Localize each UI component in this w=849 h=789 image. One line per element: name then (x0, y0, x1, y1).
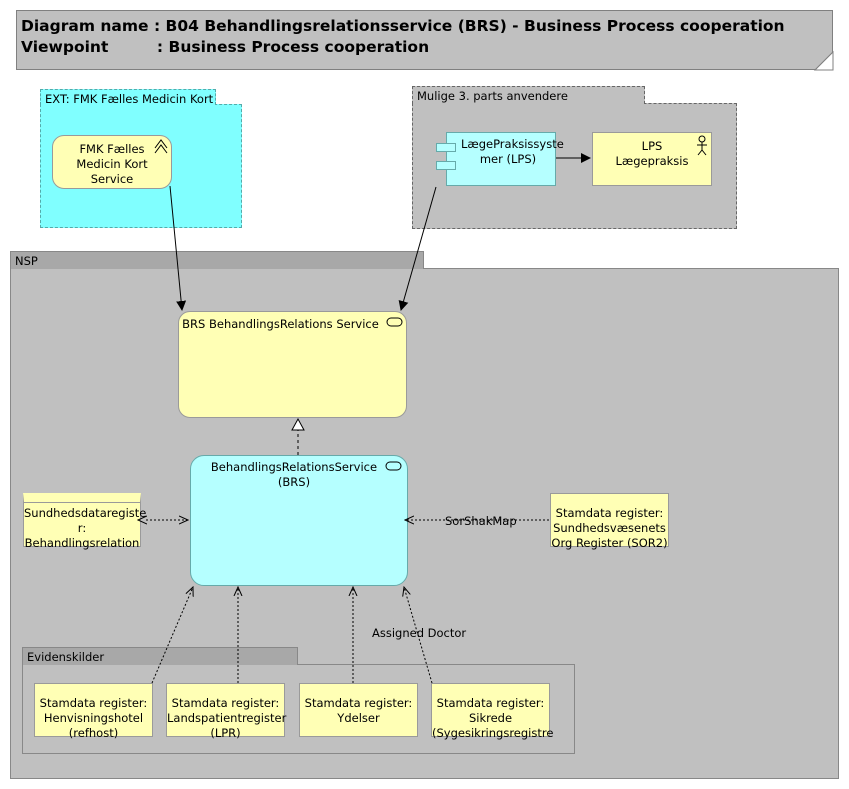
realization-arrowhead (291, 417, 305, 431)
brs-business-service-label: BRS BehandlingsRelations Service (182, 317, 379, 331)
lpr-line-3: (LPR) (210, 726, 241, 740)
lps-system-node[interactable]: LægePraksissyste mer (LPS) (446, 132, 564, 186)
fmk-service-node[interactable]: FMK Fælles Medicin Kort Service (52, 135, 172, 189)
sikrede-line-3: (Sygesikringsregistre (432, 726, 554, 740)
component-tab-icon (436, 143, 456, 152)
component-tab-icon (436, 161, 456, 170)
sikrede-line-1: Stamdata register: (436, 696, 545, 710)
flow-edge-refhost[interactable] (151, 587, 193, 684)
refhost-line-3: (refhost) (68, 726, 119, 740)
fmk-service-line-2: Medicin Kort (76, 157, 148, 171)
ext-fmk-group-label: EXT: FMK Fælles Medicin Kort (40, 89, 216, 106)
actor-icon (697, 135, 707, 156)
sor-line-2: Sundhedsvæsenets (553, 521, 666, 535)
nsp-group-label: NSP (10, 251, 424, 269)
lpr-line-1: Stamdata register: (171, 696, 280, 710)
third-party-group-label: Mulige 3. parts anvendere (412, 86, 645, 104)
brs-application-service-node[interactable]: BehandlingsRelationsService (BRS) (190, 455, 408, 586)
sor-line-3: Org Register (SOR2) (551, 536, 668, 550)
serving-edge-fmk[interactable] (169, 185, 187, 311)
diagram-title-box: Diagram name : B04 Behandlingsrelationss… (16, 10, 833, 70)
lps-system-line-1: LægePraksissyste (461, 137, 564, 151)
brs-business-service-node[interactable]: BRS BehandlingsRelations Service (178, 311, 407, 418)
service-icon (386, 317, 403, 327)
ydelser-line-2: Ydelser (337, 711, 380, 725)
sikrede-line-2: Sikrede (468, 711, 513, 725)
edge-label-assigned-doctor: Assigned Doctor (372, 626, 467, 640)
lps-actor-node[interactable]: LPS Lægepraksis (592, 132, 712, 186)
business-interface-icon (154, 139, 168, 154)
flow-edge-sikrede[interactable] (404, 587, 433, 684)
viewpoint: Viewpoint : Business Process cooperation (21, 38, 430, 56)
brs-app-service-line-1: BehandlingsRelationsService (210, 460, 378, 474)
ydelser-node[interactable]: Stamdata register: Ydelser (299, 683, 418, 737)
lps-actor-line-1: LPS (641, 139, 663, 153)
ydelser-line-1: Stamdata register: (304, 696, 413, 710)
sundhedsdata-line-3: Behandlingsrelation (24, 536, 140, 550)
fmk-service-line-1: FMK Fælles (79, 142, 145, 156)
sundhedsdata-line-2: r: (77, 521, 87, 535)
edge-label-sorshakmap: SorShakMap (443, 514, 519, 528)
diagram-name: Diagram name : B04 Behandlingsrelationss… (21, 17, 785, 35)
fmk-service-line-3: Service (90, 172, 134, 186)
sikrede-node[interactable]: Stamdata register: Sikrede (Sygesikrings… (431, 683, 553, 740)
serving-edge-lps[interactable] (398, 186, 437, 311)
brs-app-service-line-2: (BRS) (277, 475, 311, 489)
sundhedsdata-node[interactable]: Sundhedsdataregiste r: Behandlingsrelati… (23, 493, 147, 550)
lpr-node[interactable]: Stamdata register: Landspatientregister … (166, 683, 287, 740)
service-icon (385, 461, 402, 471)
lpr-line-2: Landspatientregister (167, 711, 287, 725)
sor-node[interactable]: Stamdata register: Sundhedsvæsenets Org … (550, 493, 669, 550)
sor-line-1: Stamdata register: (555, 506, 664, 520)
evidence-group-label: Evidenskilder (22, 647, 298, 665)
refhost-node[interactable]: Stamdata register: Henvisningshotel (ref… (34, 683, 153, 740)
lps-system-line-2: mer (LPS) (479, 152, 537, 166)
refhost-line-2: Henvisningshotel (43, 711, 144, 725)
refhost-line-1: Stamdata register: (39, 696, 148, 710)
lps-actor-line-2: Lægepraksis (615, 154, 689, 168)
title-fold-icon (813, 50, 834, 71)
sundhedsdata-line-1: Sundhedsdataregiste (24, 506, 147, 520)
